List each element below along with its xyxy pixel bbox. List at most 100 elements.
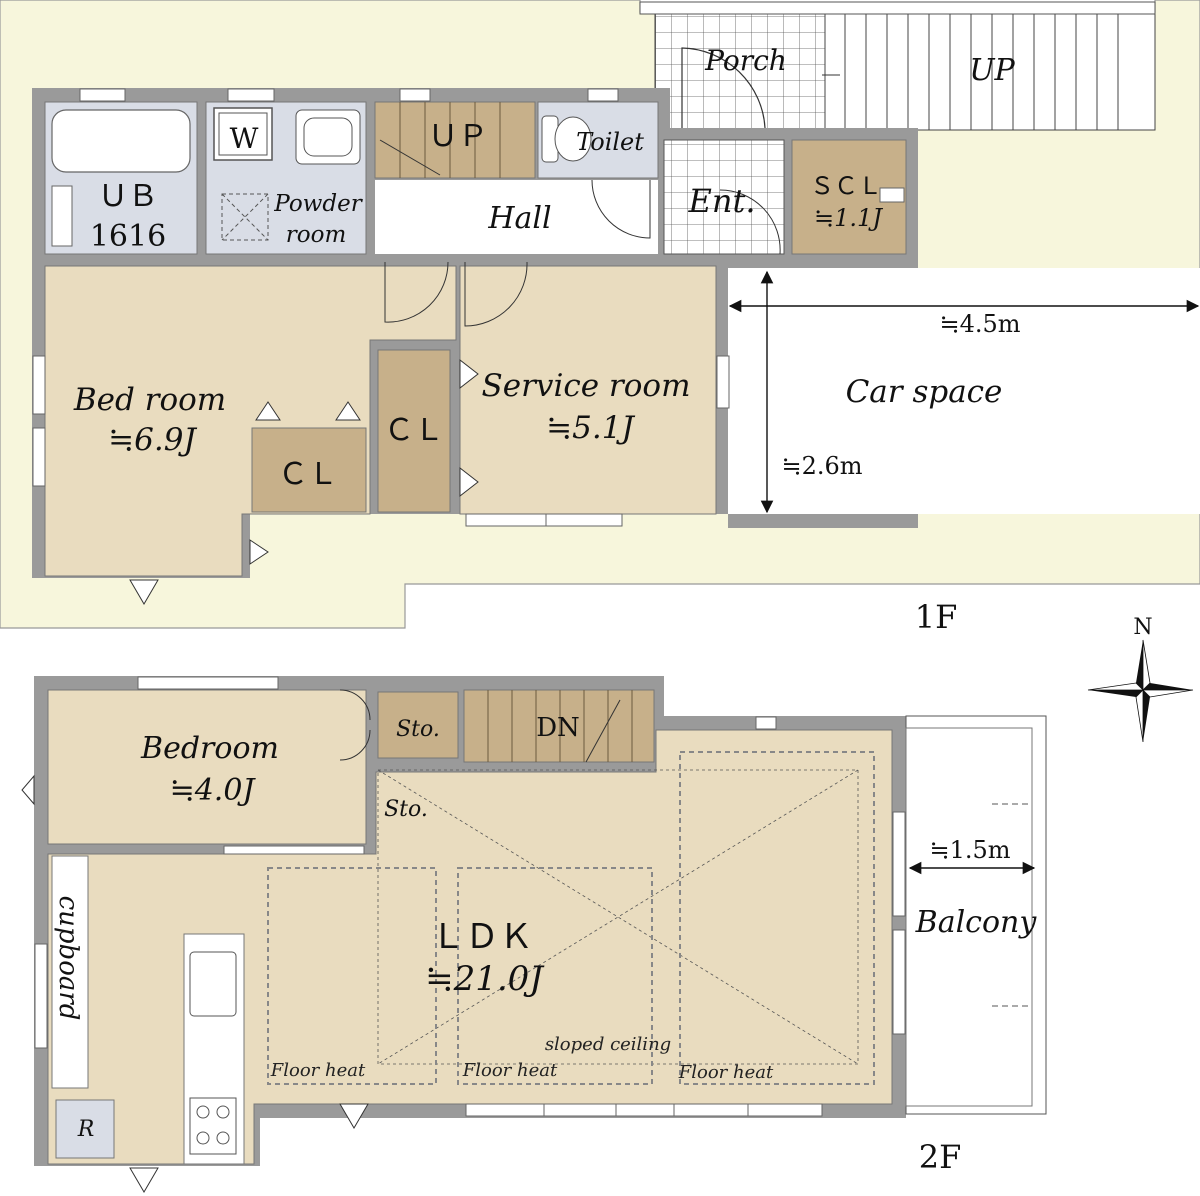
fridge-label: R (77, 1117, 95, 1142)
toilet-bowl (554, 116, 592, 162)
service-room-label: Service room (482, 368, 691, 404)
ldk-size-label: ≒21.0J (425, 959, 545, 999)
closet-a-1f-label: ＣＬ (278, 457, 338, 492)
service-door (464, 261, 528, 327)
stairs-up-label-1f: ＵＰ (428, 119, 488, 154)
floor-1f-label: 1F (915, 598, 958, 636)
floor-heat-label-2: Floor heat (462, 1060, 558, 1081)
storage-b-label: Sto. (384, 797, 428, 822)
sink (189, 951, 237, 1017)
floor-2f-label: 2F (919, 1138, 962, 1176)
balcony (905, 715, 1047, 1115)
windows-2f (34, 676, 906, 1117)
entry-marker-2f-a (21, 774, 35, 806)
washer-box (213, 107, 273, 161)
washer-drum (218, 112, 268, 156)
balcony-label: Balcony (915, 905, 1038, 940)
service-room-size-label: ≒5.1J (546, 410, 635, 446)
bedroom-2f (47, 689, 367, 845)
car-width-dim-label: ≒4.5m (939, 310, 1020, 338)
car-space-label: Car space (846, 374, 1003, 410)
car-depth-dim-label: ≒2.6m (781, 452, 862, 480)
toilet-label: Toilet (576, 128, 644, 156)
stairs-1f (374, 101, 536, 179)
compass-north-label: N (1133, 615, 1152, 640)
entrance-door (719, 189, 781, 255)
stairs-2f-arrow (585, 699, 621, 763)
storage-a-label: Sto. (396, 717, 440, 742)
outer-stairs-up-label: UP (969, 53, 1015, 88)
powder-floor-box (221, 193, 269, 241)
scl-shelf (879, 187, 905, 203)
burner-3 (196, 1131, 210, 1145)
ldk-label: ＬＤＫ (431, 917, 533, 957)
closet-a-marker-2 (335, 401, 361, 421)
sloped-cross-a (377, 769, 859, 1065)
burner-2 (216, 1105, 230, 1119)
outer-stairs (824, 13, 1156, 131)
powder-room-label-2: room (286, 222, 347, 248)
bedroom-1f-size-label: ≒6.9J (108, 422, 197, 458)
floor-heat-label-1: Floor heat (270, 1060, 366, 1081)
bedroom-door-1f (384, 261, 449, 323)
burner-1 (196, 1105, 210, 1119)
bathtub (51, 109, 191, 173)
powder-box-cross-b (221, 193, 269, 241)
closet-a-marker-1 (255, 401, 281, 421)
stairs-1f-treads (399, 102, 501, 178)
scl-size-label: ≒1.1J (814, 204, 883, 232)
stairs-2f (463, 689, 655, 763)
porch-door (681, 47, 766, 129)
scl-label: ＳＣＬ (810, 172, 882, 200)
compass-rose (1087, 639, 1194, 743)
closet-b-marker-2 (459, 466, 479, 498)
service-room (459, 265, 717, 515)
ub-size-label: 1616 (90, 219, 166, 254)
entry-marker-2f-b (339, 1103, 369, 1129)
stairs-1f-arrow (379, 139, 441, 176)
sloped-ceiling-label: sloped ceiling (545, 1034, 671, 1055)
stove (189, 1097, 237, 1155)
closet-b-1f-label: ＣＬ (384, 413, 444, 448)
floor-heat-zone-2 (457, 867, 653, 1085)
washer-label: W (230, 122, 259, 155)
closet-a-1f (251, 427, 367, 513)
ub-label: ＵＢ (98, 179, 158, 214)
floor-heat-zone-3 (679, 751, 875, 1085)
bedroom-2f-label: Bedroom (140, 731, 279, 766)
cupboard (51, 855, 89, 1089)
outer-stairs-top (639, 1, 1156, 15)
burner-4 (216, 1131, 230, 1145)
hall-label: Hall (487, 201, 551, 236)
bedroom-2f-door (339, 689, 371, 761)
storage-a (377, 691, 459, 759)
windows-1f (32, 88, 730, 527)
stairs-down-label: DN (536, 713, 580, 743)
sloped-ceiling-zone (377, 769, 859, 1065)
toilet-door (591, 179, 651, 239)
entry-marker-1f-a (129, 579, 159, 605)
bedroom-1f-label: Bed room (73, 382, 226, 418)
wash-basin (295, 109, 361, 165)
entry-marker-2f-c (129, 1167, 159, 1193)
entrance (663, 139, 785, 255)
cupboard-label: cupboard (53, 896, 83, 1021)
fridge (55, 1099, 115, 1159)
entry-marker-1f-b (249, 539, 269, 565)
bedroom-2f-size-label: ≒4.0J (170, 773, 257, 808)
floor-heat-zone-1 (267, 867, 437, 1085)
balcony-rail (905, 727, 1033, 1107)
balcony-dim-label: ≒1.5m (929, 836, 1010, 864)
floor-heat-label-3: Floor heat (678, 1062, 774, 1083)
powder-box-cross-a (221, 193, 269, 241)
sloped-cross-b (377, 769, 859, 1065)
basin-bowl (303, 117, 353, 157)
porch-label: Porch (704, 44, 787, 77)
powder-room-label-1: Powder (273, 191, 363, 217)
closet-b-marker-1 (459, 358, 479, 390)
closet-b-1f (377, 349, 451, 513)
stairs-2f-treads (487, 690, 633, 762)
hall (375, 180, 658, 254)
